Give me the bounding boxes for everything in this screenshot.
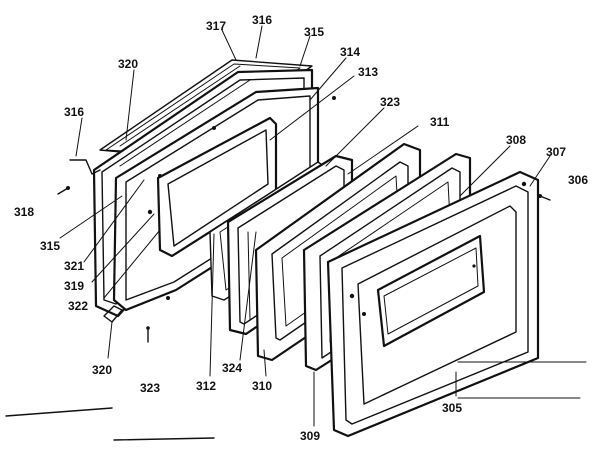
label-314: 314	[340, 45, 360, 59]
label-320-bottom: 320	[92, 363, 112, 377]
label-317: 317	[206, 19, 226, 33]
label-310: 310	[252, 379, 272, 393]
label-318: 318	[14, 205, 34, 219]
label-312: 312	[196, 379, 216, 393]
screw-318	[57, 186, 70, 195]
label-322: 322	[68, 299, 88, 313]
scan-edge-marks	[5, 407, 215, 441]
hinge-pin-316	[69, 159, 101, 175]
outer-door-305	[326, 170, 540, 438]
label-324: 324	[222, 361, 242, 375]
label-316-top: 316	[252, 13, 272, 27]
part-labels: 317 316 315 320 314 313 316 323 311 308 …	[14, 13, 588, 443]
screw-323	[146, 326, 150, 343]
leader-lines	[59, 25, 587, 427]
label-309: 309	[300, 429, 320, 443]
label-308: 308	[506, 133, 526, 147]
label-323-bottom: 323	[140, 381, 160, 395]
label-313: 313	[358, 65, 378, 79]
label-321: 321	[64, 259, 84, 273]
screw-306	[538, 194, 551, 201]
label-305: 305	[442, 401, 462, 415]
label-319: 319	[64, 279, 84, 293]
label-320-top: 320	[118, 57, 138, 71]
clip-320	[103, 305, 123, 323]
label-306: 306	[568, 173, 588, 187]
label-315-left: 315	[40, 239, 60, 253]
label-307: 307	[546, 145, 566, 159]
label-316-left: 316	[64, 105, 84, 119]
label-315-top: 315	[304, 25, 324, 39]
label-323-top: 323	[380, 95, 400, 109]
label-311: 311	[430, 115, 450, 129]
